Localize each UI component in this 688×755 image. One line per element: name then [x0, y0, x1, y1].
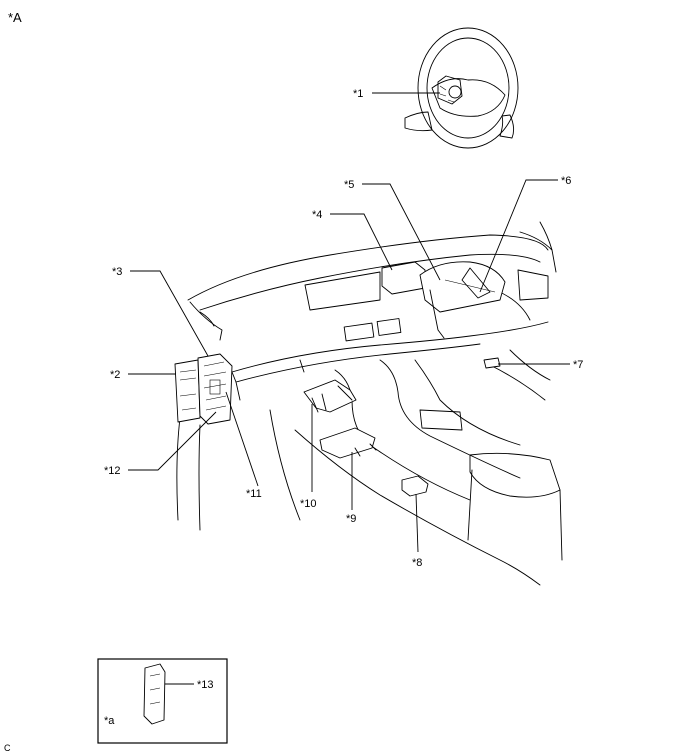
dashboard-illustration: [176, 221, 563, 586]
callout-8: *8: [412, 557, 422, 569]
callout-6: *6: [561, 175, 571, 187]
callout-7: *7: [573, 359, 583, 371]
parts-illustrations: [174, 261, 506, 497]
footer-code: C: [4, 743, 11, 753]
inset-panel: *13 *a: [97, 658, 228, 744]
callout-13: *13: [197, 679, 214, 691]
inset-label: *a: [104, 715, 115, 727]
leader-lines: [128, 92, 570, 685]
callout-1: *1: [353, 88, 363, 100]
callout-4: *4: [312, 209, 322, 221]
callout-12: *12: [104, 465, 121, 477]
callout-5: *5: [344, 179, 354, 191]
callout-3: *3: [112, 266, 122, 278]
callout-10: *10: [300, 498, 317, 510]
callout-11: *11: [246, 488, 262, 500]
steering-wheel-illustration: [404, 27, 519, 149]
figure-label: *A: [8, 10, 22, 25]
callout-9: *9: [346, 513, 356, 525]
callout-2: *2: [110, 369, 120, 381]
